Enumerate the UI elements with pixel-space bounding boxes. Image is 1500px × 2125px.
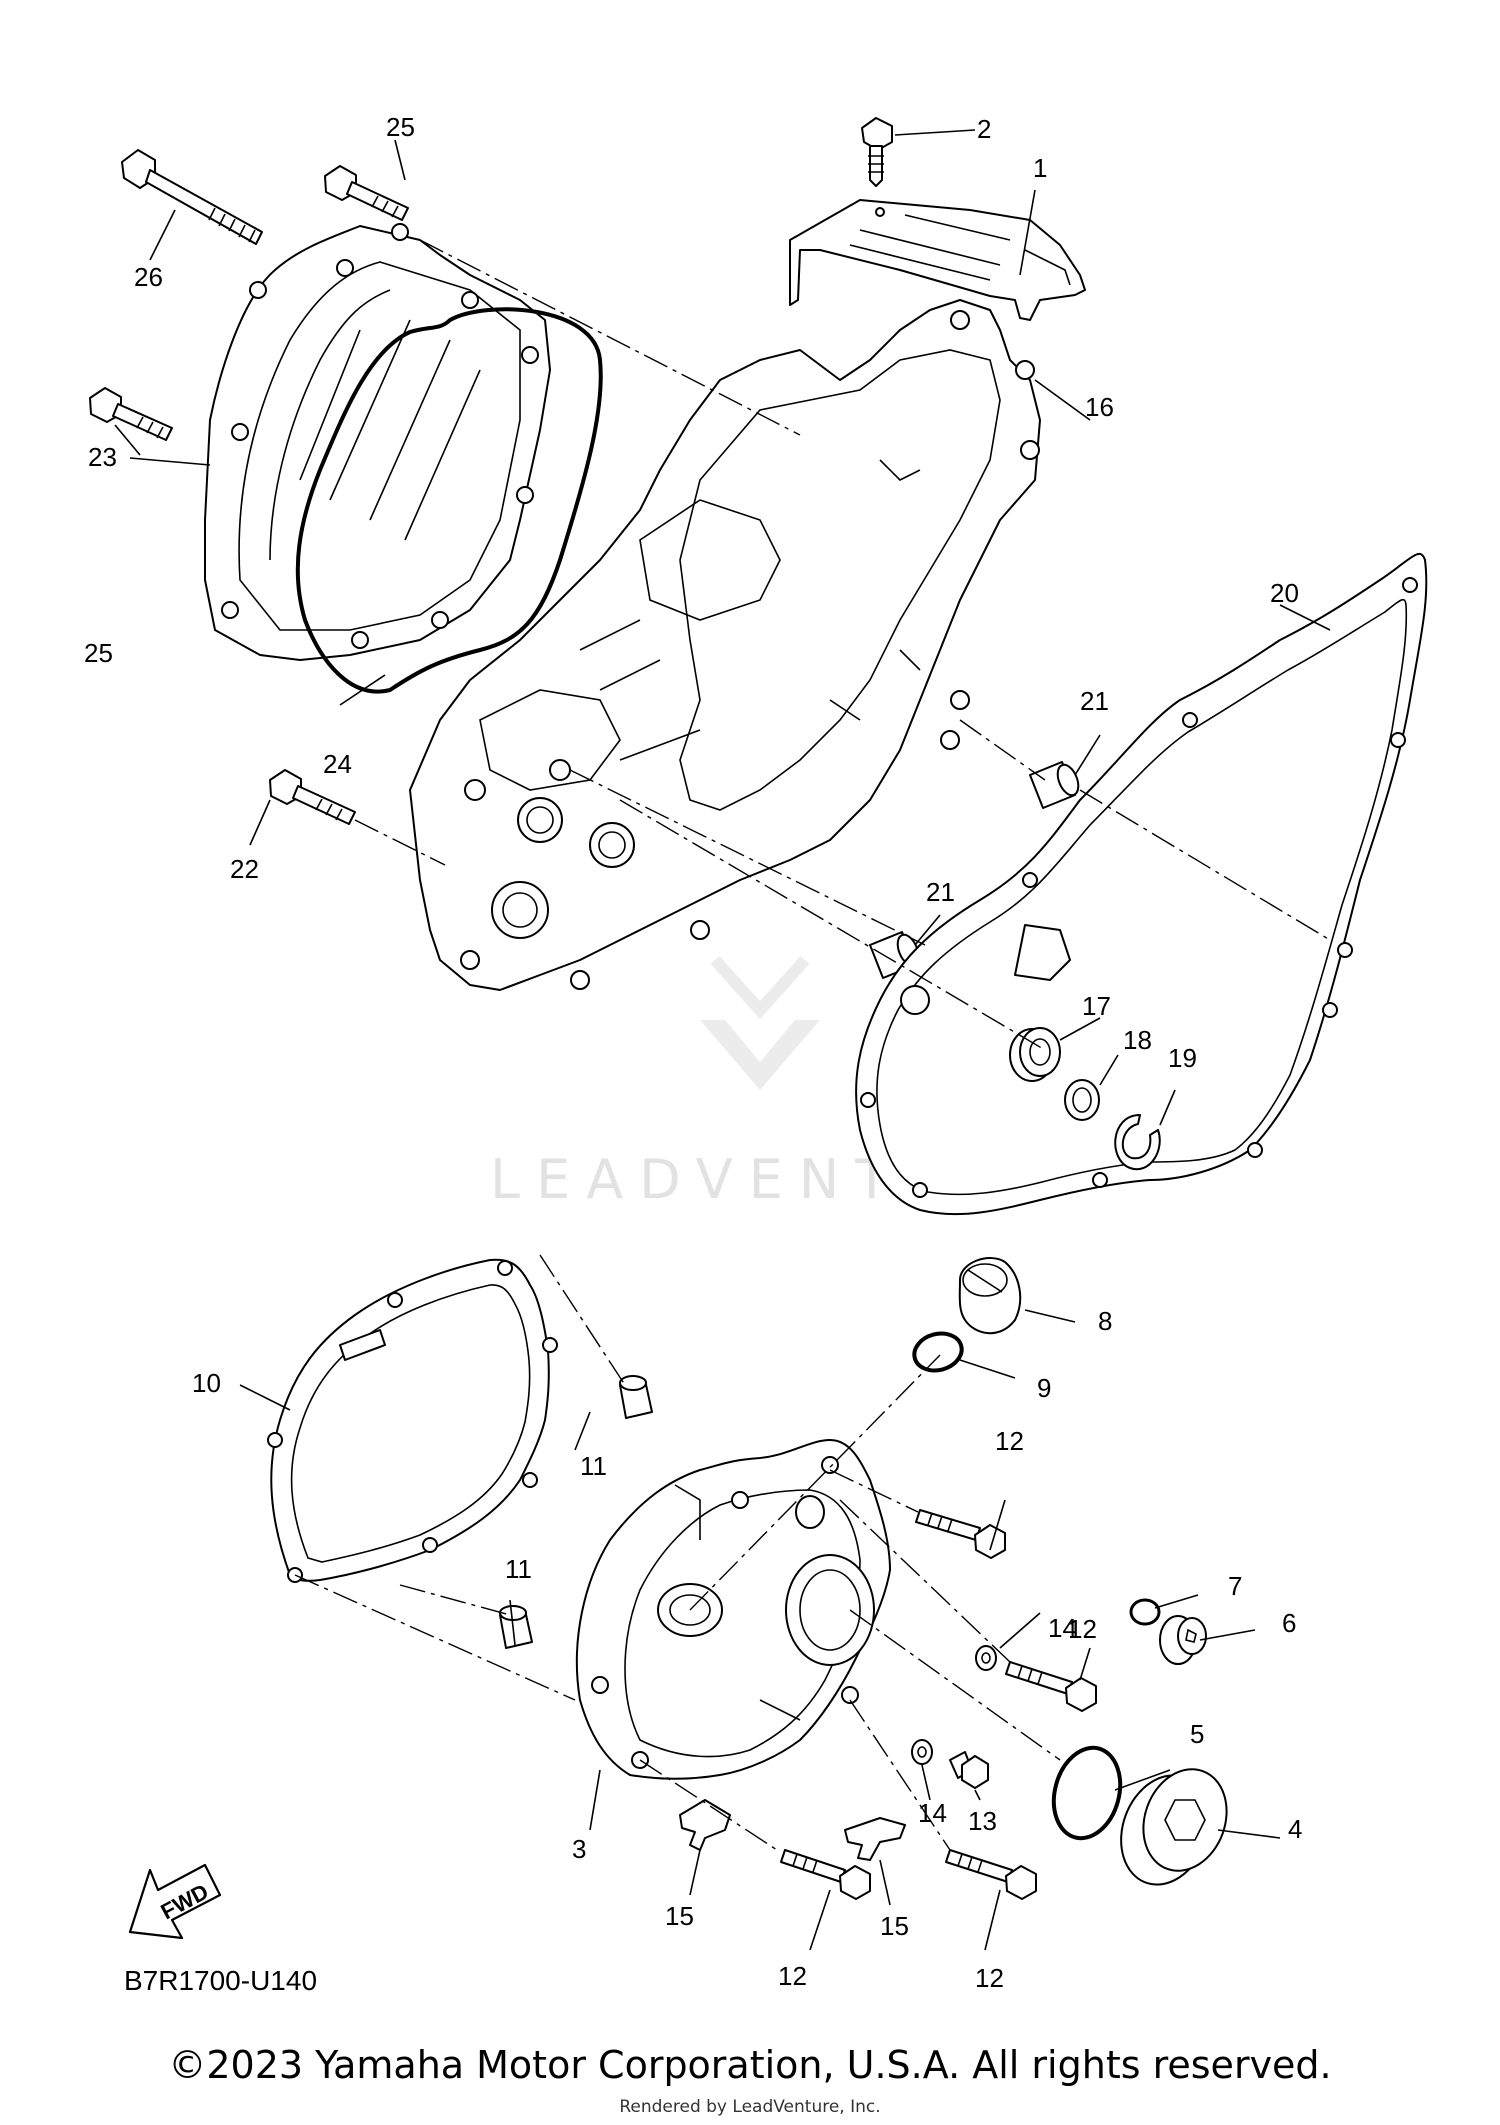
- callout-14-lower: 14: [918, 1798, 947, 1828]
- callout-14-upper: 14: [1048, 1613, 1077, 1643]
- copyright-notice: ©2023 Yamaha Motor Corporation, U.S.A. A…: [168, 2043, 1332, 2087]
- part-1-guard[interactable]: [789, 199, 1086, 321]
- diagram-code: B7R1700-U140: [124, 1965, 317, 1996]
- callout-18: 18: [1123, 1025, 1152, 1055]
- part-25-bolt-top[interactable]: [324, 165, 409, 221]
- callout-12-c: 12: [778, 1961, 807, 1991]
- callout-1: 1: [1033, 153, 1047, 183]
- callout-4: 4: [1288, 1814, 1302, 1844]
- part-11-dowel-upper[interactable]: [619, 1375, 653, 1419]
- part-11-dowel-lower[interactable]: [499, 1605, 533, 1649]
- callout-labels: 2 1 25 26 23 25 24 16 20 21 21 22 17 18 …: [84, 112, 1302, 1996]
- part-23-clutch-cover[interactable]: [204, 223, 551, 661]
- callout-21-lower: 21: [926, 877, 955, 907]
- callout-15-left: 15: [665, 1901, 694, 1931]
- part-12-bolt-c[interactable]: [780, 1849, 871, 1900]
- callout-20: 20: [1270, 578, 1299, 608]
- part-14-washer-lower[interactable]: [911, 1739, 933, 1765]
- callout-11-upper: 11: [580, 1451, 607, 1481]
- part-15-clamp-left[interactable]: [679, 1799, 731, 1851]
- callout-23: 23: [88, 442, 117, 472]
- part-12-bolt-d[interactable]: [945, 1849, 1037, 1900]
- part-2-screw[interactable]: [861, 117, 893, 187]
- part-10-gasket[interactable]: [267, 1258, 558, 1583]
- callout-15-right: 15: [880, 1911, 909, 1941]
- part-18-washer[interactable]: [1064, 1079, 1100, 1121]
- callout-12-b: 12: [1068, 1614, 1097, 1644]
- callout-26: 26: [134, 262, 163, 292]
- part-20-gasket[interactable]: [855, 553, 1428, 1216]
- part-9-o-ring[interactable]: [910, 1328, 966, 1375]
- callout-8: 8: [1098, 1306, 1112, 1336]
- part-26-long-bolt[interactable]: [121, 149, 263, 245]
- callout-22: 22: [230, 854, 259, 884]
- callout-25-left: 25: [84, 638, 113, 668]
- callout-5: 5: [1190, 1719, 1204, 1749]
- part-14-washer-upper[interactable]: [975, 1645, 997, 1671]
- callout-6: 6: [1282, 1608, 1296, 1638]
- callout-16: 16: [1085, 392, 1114, 422]
- part-17-oil-seal[interactable]: [1009, 1027, 1061, 1082]
- forward-direction-arrow-icon: FWD: [128, 1863, 222, 1940]
- part-6-plug[interactable]: [1159, 1615, 1207, 1665]
- part-13-screw[interactable]: [949, 1751, 989, 1789]
- part-16-crankcase-cover[interactable]: [409, 299, 1041, 991]
- leader-lines: [114, 129, 1331, 1951]
- part-19-circlip[interactable]: [1114, 1114, 1161, 1171]
- callout-21-upper: 21: [1080, 686, 1109, 716]
- part-4-plug[interactable]: [1106, 1757, 1240, 1897]
- callout-3: 3: [572, 1834, 586, 1864]
- rendered-by-notice: Rendered by LeadVenture, Inc.: [619, 2097, 881, 2117]
- part-7-o-ring[interactable]: [1129, 1598, 1161, 1626]
- callout-2: 2: [977, 114, 991, 144]
- part-5-o-ring[interactable]: [1044, 1740, 1130, 1845]
- callout-24: 24: [323, 749, 352, 779]
- part-15-clamp-right[interactable]: [844, 1817, 906, 1861]
- callout-10: 10: [192, 1368, 221, 1398]
- part-8-filler-cap[interactable]: [958, 1257, 1022, 1335]
- callout-12-a: 12: [995, 1426, 1024, 1456]
- part-12-bolt-b[interactable]: [1005, 1661, 1097, 1712]
- callout-7: 7: [1228, 1571, 1242, 1601]
- part-3-clutch-cover[interactable]: [575, 1439, 891, 1780]
- part-12-bolt-a[interactable]: [915, 1509, 1006, 1559]
- alignment-lines: [294, 239, 1331, 1853]
- callout-11-lower: 11: [505, 1554, 532, 1584]
- part-22-bolt[interactable]: [269, 769, 356, 825]
- callout-19: 19: [1168, 1043, 1197, 1073]
- callout-12-d: 12: [975, 1963, 1004, 1993]
- part-21-dowel-upper[interactable]: [1029, 761, 1082, 809]
- part-25-bolt-left[interactable]: [89, 387, 173, 441]
- callout-9: 9: [1037, 1373, 1051, 1403]
- part-24-cover-gasket[interactable]: [295, 307, 603, 694]
- callout-13: 13: [968, 1806, 997, 1836]
- callout-17: 17: [1082, 991, 1111, 1021]
- callout-25-top: 25: [386, 112, 415, 142]
